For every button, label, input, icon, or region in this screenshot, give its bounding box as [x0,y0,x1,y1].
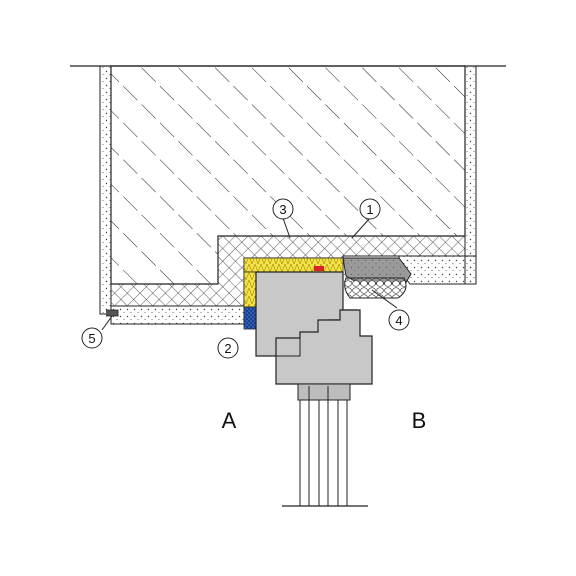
leader-1 [351,217,371,239]
interior-plaster-layer [110,305,245,325]
side-label-a: A [222,408,237,433]
glass-pane-2 [318,399,329,507]
svg-text:2: 2 [224,341,231,356]
svg-text:4: 4 [395,313,402,328]
glass-spacer [297,383,351,401]
red-seal-mark-1 [314,266,324,271]
glass-pane-1 [299,399,310,507]
window-sash-profile [275,309,373,385]
backer-rod [344,277,407,299]
left-plaster-strip [99,65,112,315]
callout-3: 3 [272,198,294,220]
leader-4 [371,289,398,309]
corner-bead [106,309,119,317]
glass-pane-3 [337,399,348,507]
blue-seal-texture [244,307,256,329]
leader-3 [282,217,291,239]
exterior-render-layer [398,255,477,285]
callout-2: 2 [217,337,239,359]
callout-4: 4 [388,309,410,331]
callout-1: 1 [359,198,381,220]
callout-5: 5 [81,327,103,349]
svg-text:5: 5 [88,331,95,346]
wool-texture-top [244,258,343,272]
sash-inner-line [276,338,301,357]
svg-text:1: 1 [366,202,373,217]
side-label-b: B [412,408,427,433]
wool-texture-side [244,272,256,307]
leader-5 [101,315,113,331]
svg-text:3: 3 [279,202,286,217]
right-render-strip [464,65,477,285]
